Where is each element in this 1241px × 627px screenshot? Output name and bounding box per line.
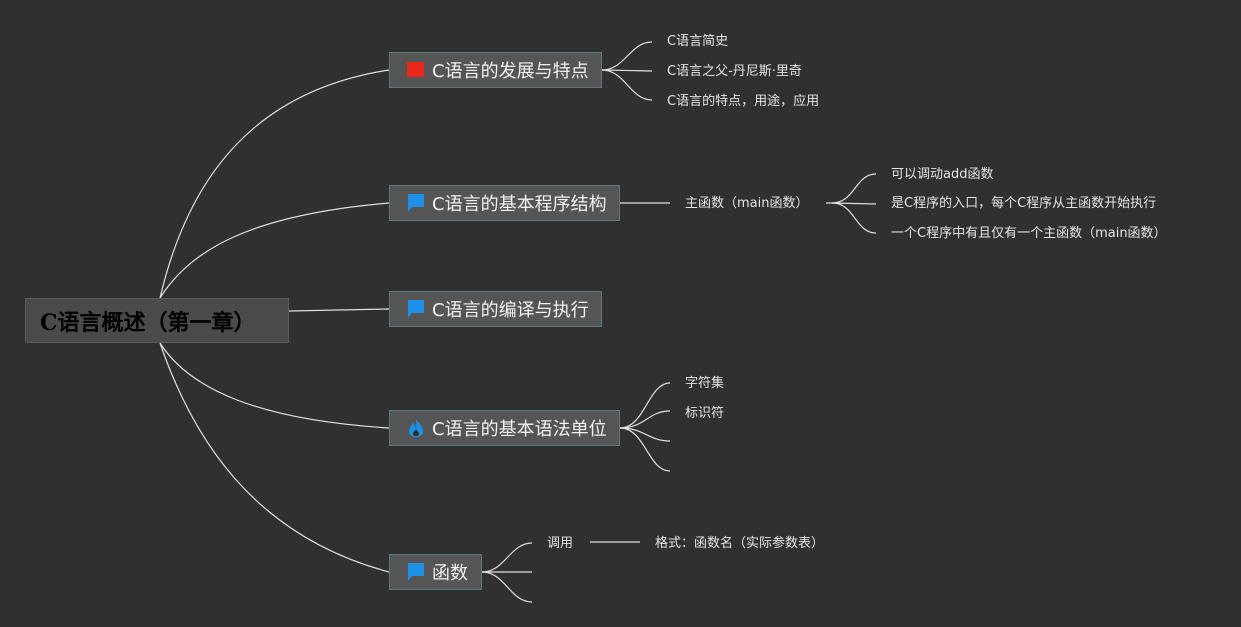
branch-label: 函数 [432,563,468,584]
connector-root-b5 [159,342,390,573]
blue-flag-icon [408,300,424,318]
leaf-call-format[interactable]: 格式：函数名（实际参数表） [655,536,825,551]
leaf-call-add[interactable]: 可以调动add函数 [891,167,994,182]
connector-b5-c3 [481,571,533,603]
connector-b1-c3 [601,69,653,101]
connector-b5-c1 [481,542,533,573]
leaf-charset[interactable]: 字符集 [685,376,725,391]
branch-syntax-units[interactable]: C语言的基本语法单位 [389,410,620,446]
leaf-main-function[interactable]: 主函数（main函数） [685,196,809,211]
root-topic-label: C语言概述（第一章） [40,309,256,336]
leaf-call[interactable]: 调用 [547,536,574,551]
branch-functions[interactable]: 函数 [389,554,482,590]
branch-label: C语言的基本程序结构 [432,194,607,215]
connector-root-b1 [159,69,390,299]
fire-icon [409,419,423,437]
blue-flag-icon [408,563,424,581]
connector-root-b3 [288,308,390,312]
connector-b4-c1 [619,382,671,429]
blue-flag-icon [408,194,424,212]
root-topic[interactable]: C语言概述（第一章） [25,298,289,343]
connector-root-b2 [159,202,390,299]
branch-compile-execute[interactable]: C语言的编译与执行 [389,291,602,327]
connector-main-g2 [831,202,877,205]
leaf-c-father[interactable]: C语言之父-丹尼斯·里奇 [667,64,802,79]
leaf-identifier[interactable]: 标识符 [685,406,725,421]
connector-b4-c2 [619,410,671,429]
branch-label: C语言的编译与执行 [432,300,589,321]
red-flag-icon [407,62,424,77]
branch-label: C语言的发展与特点 [432,61,589,82]
connector-main-g3 [831,202,877,234]
connector-main-g1 [831,173,877,204]
connector-root-b4 [159,342,390,429]
leaf-program-entry[interactable]: 是C程序的入口，每个C程序从主函数开始执行 [891,196,1157,211]
branch-development-features[interactable]: C语言的发展与特点 [389,52,602,88]
connector-b4-c4 [619,427,671,472]
leaf-c-history[interactable]: C语言简史 [667,34,729,49]
branch-label: C语言的基本语法单位 [432,419,607,440]
connector-b1-c2 [601,69,653,72]
leaf-c-features[interactable]: C语言的特点，用途，应用 [667,94,820,109]
branch-program-structure[interactable]: C语言的基本程序结构 [389,185,620,221]
leaf-only-one-main[interactable]: 一个C程序中有且仅有一个主函数（main函数） [891,226,1167,241]
connector-b1-c1 [601,41,653,71]
